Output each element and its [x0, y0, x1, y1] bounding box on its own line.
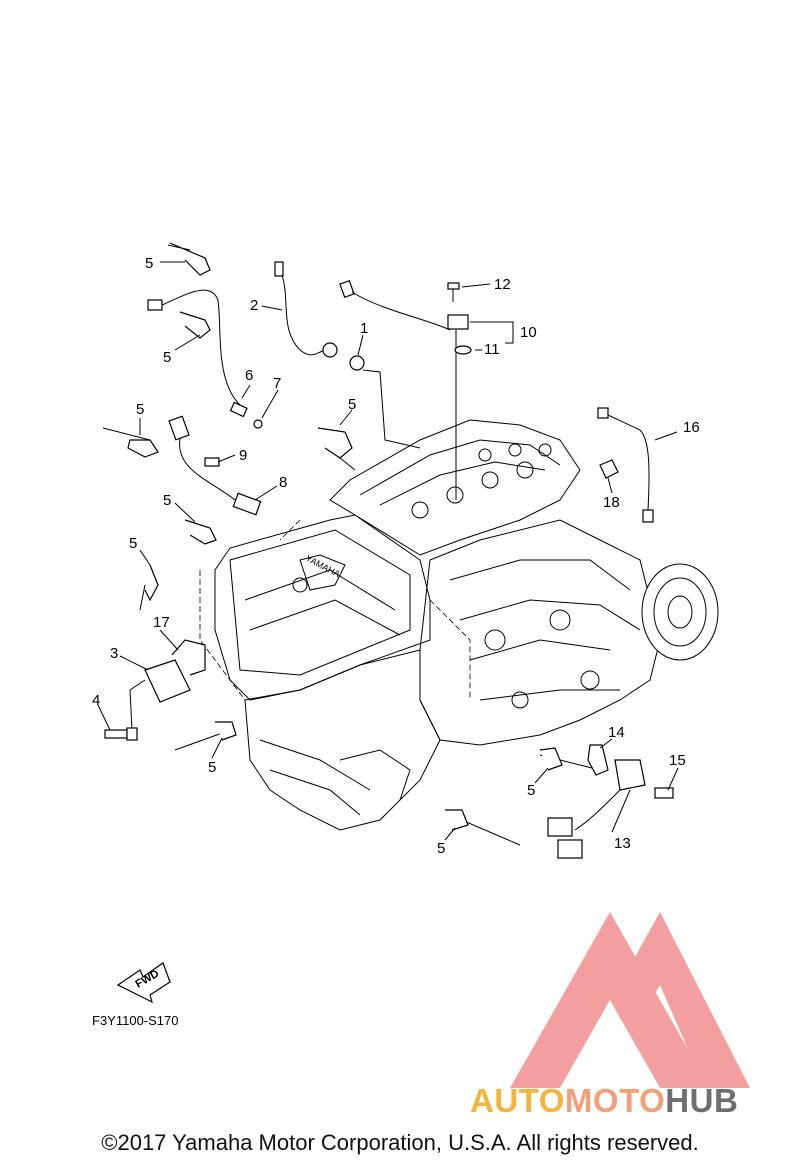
callout-5: 5 [437, 840, 445, 857]
callout-10: 10 [520, 324, 537, 341]
callout-3: 3 [110, 645, 118, 662]
watermark-logo-icon [510, 912, 750, 1088]
engine-block-drawing: YAMAHA [199, 419, 719, 831]
callout-7: 7 [273, 375, 281, 392]
watermark-brand-text: AUTOMOTOHUB [470, 1082, 795, 1122]
brand-auto: AUTO [470, 1082, 565, 1119]
drawing-code: F3Y1100-S170 [92, 1013, 179, 1028]
brand-moto: MOTO [564, 1082, 666, 1119]
callout-15: 15 [669, 752, 686, 769]
callout-13: 13 [614, 835, 631, 852]
callout-11: 11 [484, 341, 500, 358]
callout-5: 5 [163, 349, 171, 366]
callout-4: 4 [92, 692, 100, 709]
callout-5: 5 [163, 492, 171, 509]
callout-5: 5 [136, 401, 144, 418]
brand-hub: HUB [665, 1082, 739, 1119]
callout-9: 9 [239, 447, 247, 464]
callout-14: 14 [608, 724, 625, 741]
callout-1: 1 [360, 320, 368, 337]
callout-2: 2 [250, 297, 258, 314]
forward-arrow-icon: FWD [116, 962, 171, 1004]
copyright-notice: ©2017 Yamaha Motor Corporation, U.S.A. A… [101, 1130, 699, 1155]
leader-lines [97, 261, 679, 841]
callout-17: 17 [153, 614, 170, 631]
callout-16: 16 [683, 419, 700, 436]
callout-6: 6 [245, 367, 253, 384]
callout-5: 5 [129, 535, 137, 552]
callout-5: 5 [145, 255, 153, 272]
callout-12: 12 [494, 276, 511, 293]
parts-group [102, 242, 674, 859]
callout-8: 8 [279, 474, 287, 491]
callout-numbers: 5 2 1 12 10 11 5 6 7 5 5 9 8 5 5 17 3 4 … [92, 255, 700, 857]
callout-18: 18 [603, 494, 620, 511]
callout-5: 5 [527, 782, 535, 799]
callout-5: 5 [348, 396, 356, 413]
callout-5: 5 [208, 759, 216, 776]
